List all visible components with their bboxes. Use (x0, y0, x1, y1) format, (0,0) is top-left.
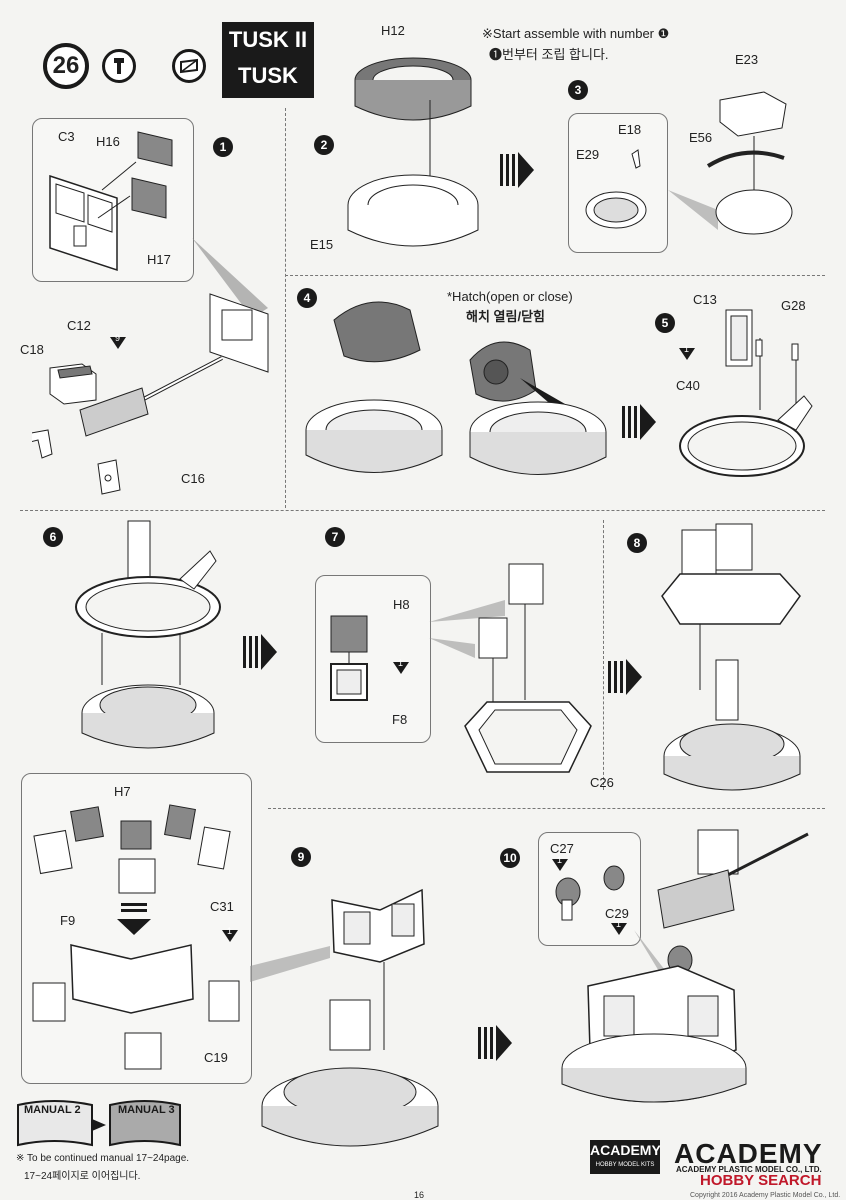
ref-triangle-label: 1 (227, 926, 233, 936)
page-number: 16 (414, 1190, 425, 1200)
step-9-assembly-drawing (250, 888, 439, 1147)
model-title: TUSK II TUSK (222, 22, 314, 98)
part-label-c12: C12 (67, 318, 91, 333)
part-label-e56: E56 (689, 130, 713, 145)
ref-triangle-label: 1 (616, 919, 622, 929)
part-label-h12: H12 (381, 23, 405, 38)
step-5-badge: 5 (655, 313, 675, 333)
divider (268, 808, 825, 809)
title-line-2: TUSK (238, 63, 298, 88)
hatch-note-ko: 해치 열림/닫힘 (466, 309, 545, 324)
step-7-inset (315, 575, 431, 743)
part-label-h17: H17 (147, 252, 171, 267)
copyright: Copyright 2016 Academy Plastic Model Co.… (690, 1192, 841, 1199)
part-label-c13: C13 (693, 292, 717, 307)
step-10-badge: 10 (500, 848, 520, 868)
step-9-drawing (32, 804, 240, 1070)
part-label-h8: H8 (393, 597, 410, 612)
flow-arrow-icon (500, 152, 534, 188)
ref-triangle-label: 1 (557, 855, 563, 865)
academy-company: ACADEMY PLASTIC MODEL CO., LTD. (676, 1165, 822, 1174)
academy-badge: ACADEMY HOBBY MODEL KITS (590, 1140, 661, 1174)
part-label-c29: C29 (605, 906, 629, 921)
part-label-c31: C31 (210, 899, 234, 914)
part-label-c18: C18 (20, 342, 44, 357)
part-label-f9: F9 (60, 913, 76, 928)
part-label-f8: F8 (392, 712, 408, 727)
step-8-badge: 8 (627, 533, 647, 553)
part-label-c40: C40 (676, 378, 700, 393)
part-label-g28: G28 (781, 298, 806, 313)
ref-triangle (393, 662, 409, 674)
step-badge: 26 (43, 43, 89, 89)
continue-note-ko: 17~24페이지로 이어집니다. (24, 1171, 141, 1182)
decal-icon (172, 49, 206, 83)
part-label-c26: C26 (590, 775, 614, 790)
part-label-c19: C19 (204, 1050, 228, 1065)
manual-2-label: MANUAL 2 (24, 1104, 81, 1116)
divider (20, 510, 825, 511)
ref-triangle (110, 337, 126, 349)
step-1-badge: 1 (213, 137, 233, 157)
title-line-1: TUSK II (228, 27, 308, 52)
part-label-e18: E18 (618, 122, 642, 137)
ref-triangle-label: 1 (398, 658, 404, 668)
step-6-badge: 6 (43, 527, 63, 547)
part-label-h16: H16 (96, 134, 120, 149)
step-9-badge: 9 (291, 847, 311, 867)
cement-icon (102, 49, 136, 83)
step-2-drawing (347, 57, 479, 247)
part-label-c16: C16 (181, 471, 205, 486)
ref-triangle (679, 348, 695, 360)
start-note-ko: ❶번부터 조립 합니다. (489, 47, 609, 62)
ref-triangle (611, 923, 627, 935)
divider (285, 108, 286, 508)
part-label-e23: E23 (735, 52, 759, 67)
step-3-drawing (585, 91, 793, 235)
part-label-c3: C3 (58, 129, 75, 144)
flow-arrow-icon (622, 404, 656, 440)
academy-logo: ACADEMY (674, 1138, 823, 1169)
flow-arrow-icon (478, 1025, 512, 1061)
hobbysearch-watermark: HOBBY SEARCH (700, 1172, 822, 1189)
ref-triangle (552, 859, 568, 871)
part-label-e15: E15 (310, 237, 334, 252)
step-2-badge: 2 (314, 135, 334, 155)
step-7-badge: 7 (325, 527, 345, 547)
manual-book-icon (17, 1100, 181, 1147)
manual-3-label: MANUAL 3 (118, 1104, 175, 1116)
step-7-drawing (330, 563, 592, 773)
step-4-badge: 4 (297, 288, 317, 308)
step-3-badge: 3 (568, 80, 588, 100)
step-10-drawing (555, 829, 809, 1103)
ref-triangle-label: 1 (684, 344, 690, 354)
step-4-drawing (305, 301, 607, 475)
step-5-drawing (679, 309, 813, 477)
step-3-inset (568, 113, 668, 253)
divider (285, 275, 825, 276)
continue-note-en: ※ To be continued manual 17~24page. (16, 1153, 190, 1164)
step-1-drawing (32, 131, 269, 495)
step-8-drawing (661, 523, 801, 791)
academy-badge-text: ACADEMY (590, 1142, 661, 1158)
ref-triangle-label: 9 (115, 333, 121, 343)
flow-arrow-icon (608, 659, 642, 695)
academy-badge-sub: HOBBY MODEL KITS (595, 1162, 655, 1168)
step-6-drawing (75, 520, 221, 749)
hatch-note-en: *Hatch(open or close) (447, 289, 573, 304)
part-label-e29: E29 (576, 147, 600, 162)
divider (603, 520, 604, 790)
part-label-c27: C27 (550, 841, 574, 856)
flow-arrow-icon (243, 634, 277, 670)
ref-triangle (222, 930, 238, 942)
start-note-en: ※Start assemble with number ❶ (482, 26, 670, 41)
part-label-h7: H7 (114, 784, 131, 799)
